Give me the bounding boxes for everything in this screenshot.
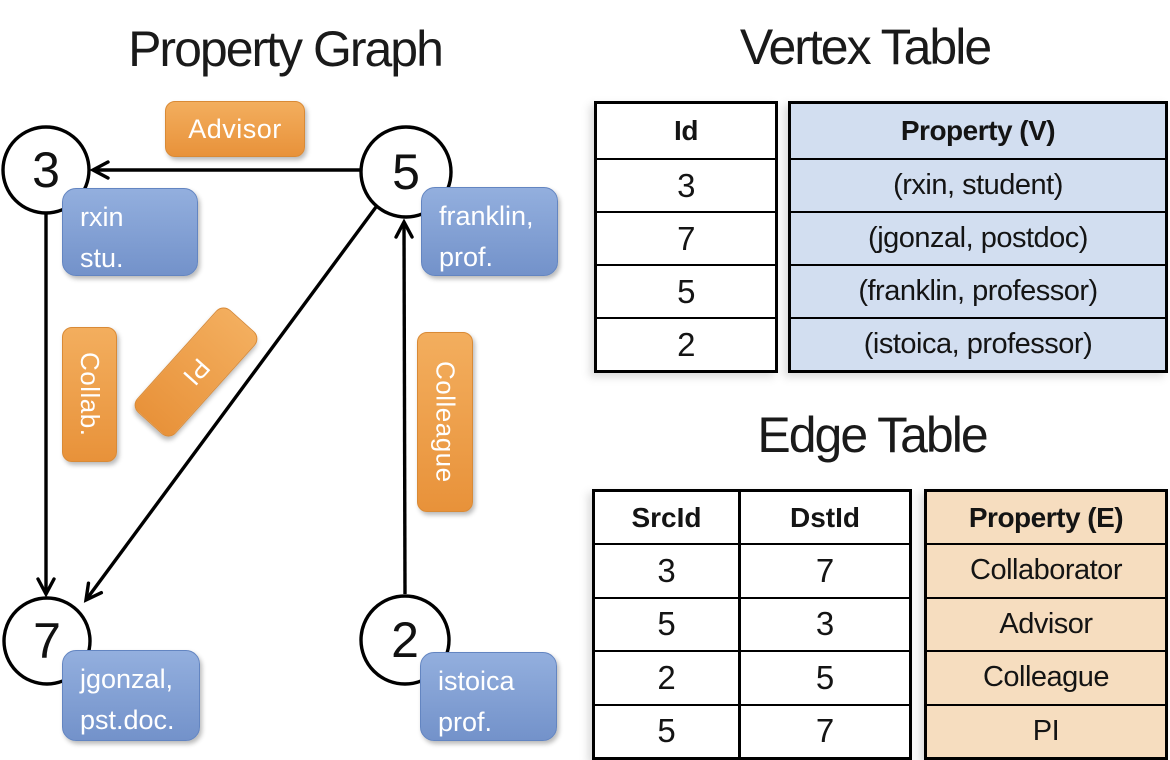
vertex-table-property-cell: (franklin, professor) xyxy=(791,264,1165,317)
edge-table-src-cell: 3 xyxy=(595,545,741,597)
vertex-table-property-column: Property (V) (rxin, student) (jgonzal, p… xyxy=(788,101,1168,373)
edge-table-property-cell: Advisor xyxy=(927,596,1165,651)
edge-table-dst-cell: 7 xyxy=(815,712,835,750)
vertex-label-line: stu. xyxy=(80,242,124,273)
vertex-label-line: prof. xyxy=(438,706,493,737)
vertex-label-franklin: franklin, prof. xyxy=(421,187,558,276)
vertex-table-id-cell: 2 xyxy=(597,317,775,370)
edge-table-row: 3 7 xyxy=(595,543,909,597)
edge-pi-5-to-7 xyxy=(83,205,378,603)
edge-table-dst-cell: 3 xyxy=(815,605,835,643)
node-id-5: 5 xyxy=(392,144,420,200)
vertex-table-id-cell: 3 xyxy=(597,158,775,211)
vertex-label-jgonzal: jgonzal, pst.doc. xyxy=(62,650,200,741)
vertex-table-property-cell: (istoica, professor) xyxy=(791,317,1165,370)
edge-colleague-2-to-5 xyxy=(394,218,414,595)
edge-table-property-cell: Colleague xyxy=(927,650,1165,704)
edge-table-src-cell: 5 xyxy=(595,705,741,757)
edge-table-header-property: Property (E) xyxy=(968,501,1124,533)
vertex-label-line: istoica xyxy=(438,666,515,696)
vertex-label-line: rxin xyxy=(80,202,124,232)
edge-label-colleague: Colleague xyxy=(417,332,473,512)
node-id-2: 2 xyxy=(391,612,419,668)
vertex-table-title: Vertex Table xyxy=(739,19,992,75)
edge-table-property-cell: Collaborator xyxy=(927,543,1165,597)
vertex-label-line: jgonzal, xyxy=(80,664,174,694)
edge-table-row: 5 7 xyxy=(595,703,909,757)
edge-label-colleague-text: Colleague xyxy=(430,361,461,483)
vertex-label-line: pst.doc. xyxy=(80,704,175,735)
vertex-label-line: prof. xyxy=(439,241,494,272)
edge-table-property-column: Property (E) Collaborator Advisor Collea… xyxy=(924,489,1168,760)
edge-table-src-cell: 2 xyxy=(595,652,741,704)
edge-label-collab: Collab. xyxy=(62,327,117,462)
edge-label-pi-text: PI xyxy=(176,352,217,392)
edge-table-header-dstid: DstId xyxy=(790,501,860,533)
edge-table-header-srcid: SrcId xyxy=(595,492,741,543)
vertex-table-property-cell: (jgonzal, postdoc) xyxy=(791,211,1165,264)
vertex-table-header-property: Property (V) xyxy=(900,115,1056,146)
node-id-7: 7 xyxy=(33,613,61,669)
vertex-table-id-cell: 5 xyxy=(597,264,775,317)
vertex-table-id-cell: 7 xyxy=(597,211,775,264)
edge-table-header-row: SrcId DstId xyxy=(595,492,909,543)
edge-table-src-cell: 5 xyxy=(595,598,741,650)
edge-label-collab-text: Collab. xyxy=(75,352,105,437)
edge-label-advisor-text: Advisor xyxy=(188,113,282,144)
edge-table-id-columns: SrcId DstId 3 7 5 3 2 5 5 7 xyxy=(592,489,912,760)
edge-label-advisor: Advisor xyxy=(165,101,305,157)
vertex-label-istoica: istoica prof. xyxy=(420,652,557,741)
edge-table-property-cell: PI xyxy=(927,703,1165,758)
node-id-3: 3 xyxy=(32,142,60,198)
vertex-table-property-cell: (rxin, student) xyxy=(791,158,1165,211)
edge-table-title: Edge Table xyxy=(757,407,988,463)
edge-table-row: 2 5 xyxy=(595,650,909,704)
vertex-label-line: franklin, xyxy=(439,201,534,231)
edge-table-dst-cell: 5 xyxy=(815,658,835,696)
edge-table-row: 5 3 xyxy=(595,596,909,650)
vertex-label-rxin: rxin stu. xyxy=(62,188,198,276)
edge-table-dst-cell: 7 xyxy=(815,551,835,589)
vertex-table-header-id: Id xyxy=(674,115,698,146)
property-graph-title: Property Graph xyxy=(128,21,444,77)
vertex-table-id-column: Id 3 7 5 2 xyxy=(594,101,778,373)
